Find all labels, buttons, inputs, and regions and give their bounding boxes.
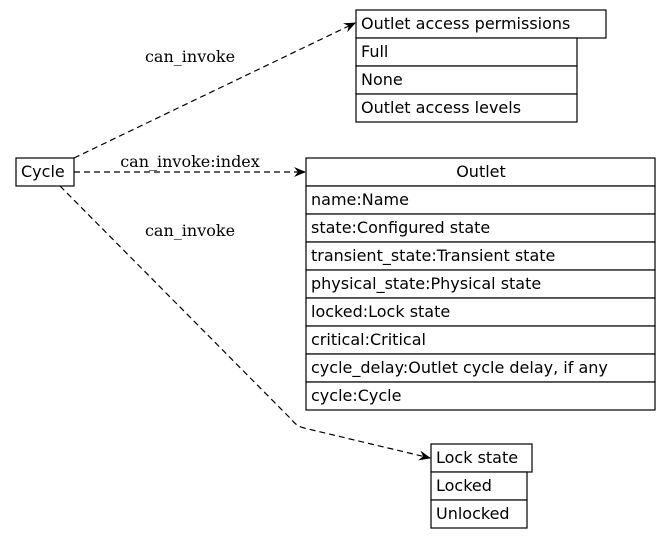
node-row (355, 65, 578, 95)
node-row (305, 325, 656, 355)
node-row-text: critical:Critical (311, 330, 426, 349)
node-row-text: physical_state:Physical state (311, 274, 541, 294)
node-row-text: cycle:Cycle (311, 386, 401, 405)
node-row (355, 37, 578, 67)
edge-line (59, 185, 431, 461)
node-row (355, 93, 578, 123)
node-header (430, 443, 533, 473)
node-title: Cycle (21, 162, 65, 181)
node-title: Outlet access permissions (361, 14, 570, 33)
node-row-text: name:Name (311, 190, 409, 209)
node-row-text: cycle_delay:Outlet cycle delay, if any (311, 358, 608, 378)
node-outlet[interactable]: Outlet name:Name state:Configured state … (305, 157, 656, 411)
edge-cycle-to-lock-state: can_invoke (59, 185, 431, 461)
node-row-text: Outlet access levels (361, 98, 521, 117)
node-row (305, 353, 656, 383)
node-header (15, 157, 75, 187)
edge-cycle-to-outlet: can_invoke:index (74, 152, 306, 177)
edge-line (73, 22, 356, 159)
node-row (305, 213, 656, 243)
node-row-text: locked:Lock state (311, 302, 450, 321)
node-cycle[interactable]: Cycle (15, 157, 75, 187)
node-row (305, 241, 656, 271)
node-lock-state[interactable]: Lock state Locked Unlocked (430, 443, 533, 529)
node-row (430, 471, 528, 501)
node-row-text: Full (361, 42, 388, 61)
node-row (305, 381, 656, 411)
node-outlet-access-permissions[interactable]: Outlet access permissions Full None Outl… (355, 9, 607, 123)
node-title: Outlet (456, 162, 506, 181)
node-row (305, 185, 656, 215)
edge-label: can_invoke (145, 221, 235, 240)
node-row (430, 499, 528, 529)
edge-cycle-to-permissions: can_invoke (73, 22, 356, 159)
node-row (305, 269, 656, 299)
edge-label: can_invoke:index (120, 152, 260, 171)
node-row-text: Locked (436, 476, 492, 495)
node-row-text: None (361, 70, 403, 89)
node-header (305, 157, 656, 187)
edge-label: can_invoke (145, 47, 235, 66)
node-title: Lock state (436, 448, 518, 467)
node-row-text: state:Configured state (311, 218, 490, 237)
node-row-text: Unlocked (436, 504, 510, 523)
node-row-text: transient_state:Transient state (311, 246, 555, 266)
